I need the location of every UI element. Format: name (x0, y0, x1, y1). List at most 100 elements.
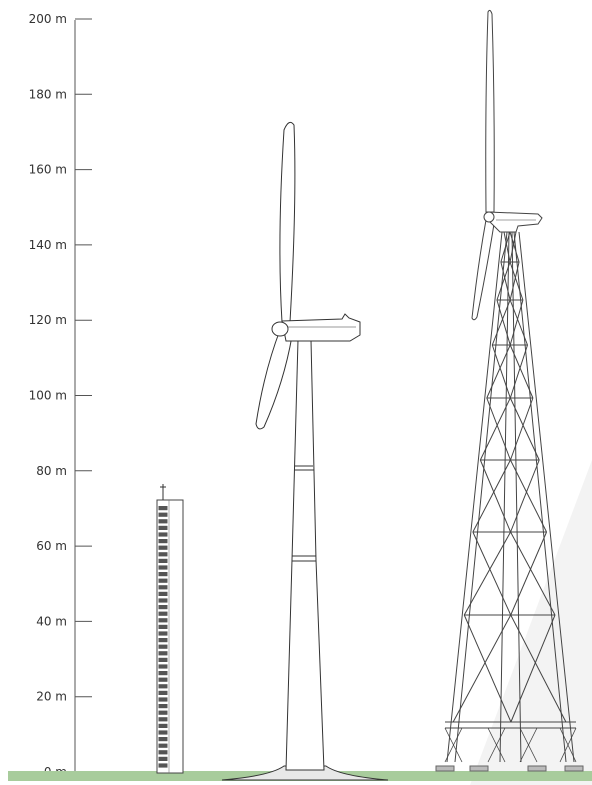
lattice-diagonal-brace (472, 531, 512, 616)
scale-tick-label: 100 m (29, 389, 67, 403)
scale-tick-label: 80 m (36, 464, 67, 478)
building-window (158, 572, 168, 577)
lattice-diagonal-brace (509, 397, 540, 461)
building-window (158, 723, 168, 728)
lattice-nacelle (487, 211, 543, 233)
lattice-diagonal-brace (491, 299, 511, 346)
lattice-diagonal-brace (509, 344, 528, 399)
lattice-blade-upper (485, 9, 495, 213)
lattice-blade-lower (471, 219, 495, 321)
building-window (158, 552, 168, 557)
building-window (158, 644, 168, 649)
lattice-diagonal-brace (491, 344, 511, 399)
tubular-tower-turbine (221, 121, 389, 781)
scale-tick-label: 160 m (29, 163, 67, 177)
building-window (158, 512, 168, 517)
lattice-diagonal-brace (510, 531, 556, 616)
building-window (158, 624, 168, 629)
scale-tick-label: 140 m (29, 238, 67, 252)
lattice-diagonal-brace (452, 614, 512, 723)
building-window (158, 605, 168, 610)
building-window (158, 506, 168, 511)
lattice-diagonal-brace (509, 261, 520, 301)
lattice-diagonal-brace (479, 459, 512, 533)
lattice-center-leg (499, 231, 522, 763)
lattice-left-leg (446, 231, 508, 763)
lattice-diagonal-brace (510, 614, 556, 723)
building-window (158, 585, 168, 590)
lattice-diagonal-brace (509, 231, 517, 263)
building-window (158, 737, 168, 742)
lattice-diagonal-brace (496, 299, 511, 346)
turbine-blade-lower (255, 329, 293, 430)
lattice-diagonal-brace (510, 614, 567, 723)
lattice-diagonal-brace (472, 459, 511, 533)
background-shade (470, 460, 592, 785)
lattice-diagonal-brace (496, 261, 511, 301)
lattice-diagonal-brace (463, 531, 512, 616)
building-window (158, 539, 168, 544)
lattice-diagonal-brace (463, 614, 512, 723)
building-window (158, 756, 168, 761)
lattice-diagonal-brace (509, 299, 528, 346)
building-window (158, 598, 168, 603)
building-window (158, 671, 168, 676)
scale-tick-label: 200 m (29, 12, 67, 26)
lattice-hub (483, 211, 495, 223)
building-window (158, 525, 168, 530)
lattice-diagonal-brace (509, 299, 524, 346)
building-window (158, 651, 168, 656)
scale-tick-label: 180 m (29, 87, 67, 101)
lattice-diagonal-brace (486, 344, 511, 399)
building-window (158, 677, 168, 682)
building-window (158, 697, 168, 702)
building-windows (158, 506, 168, 768)
building-window (158, 638, 168, 643)
building-window (158, 578, 168, 583)
lattice-diagonal-brace (510, 531, 548, 616)
lattice-footings (435, 765, 584, 772)
lattice-diagonal-brace (500, 261, 511, 301)
lattice-tower-turbine (435, 9, 584, 772)
lattice-bracing (452, 231, 567, 723)
lattice-diagonal-brace (486, 397, 511, 461)
building-window (158, 684, 168, 689)
tubular-foundation (221, 765, 389, 781)
lattice-diagonal-brace (510, 459, 540, 533)
lattice-diagonal-brace (509, 344, 534, 399)
lattice-diagonal-brace (509, 459, 548, 533)
building-window (158, 618, 168, 623)
building-window (158, 763, 168, 768)
reference-building (156, 484, 184, 774)
building-window (158, 532, 168, 537)
building-window (158, 611, 168, 616)
scale-tick-label: 60 m (36, 539, 67, 553)
lattice-diagonal-brace (503, 231, 511, 263)
building-window (158, 565, 168, 570)
lattice-diagonal-brace (509, 231, 520, 263)
building-window (158, 558, 168, 563)
building-window (158, 710, 168, 715)
lattice-diagonal-brace (509, 261, 524, 301)
building-window (158, 750, 168, 755)
lattice-diagonal-brace (509, 397, 534, 461)
building-window (158, 519, 168, 524)
building-window (158, 545, 168, 550)
building-window (158, 743, 168, 748)
building-window (158, 631, 168, 636)
building-window (158, 591, 168, 596)
scale-tick-label: 20 m (36, 690, 67, 704)
building-window (158, 704, 168, 709)
tubular-tower-shaft (285, 339, 325, 771)
lattice-diagonal-brace (500, 231, 511, 263)
scale-tick-label: 120 m (29, 313, 67, 327)
lattice-right-leg (513, 231, 575, 763)
lattice-diagonal-brace (479, 397, 511, 461)
building-window (158, 657, 168, 662)
turbine-hub (271, 321, 289, 337)
building-window (158, 730, 168, 735)
turbine-nacelle (281, 313, 361, 342)
